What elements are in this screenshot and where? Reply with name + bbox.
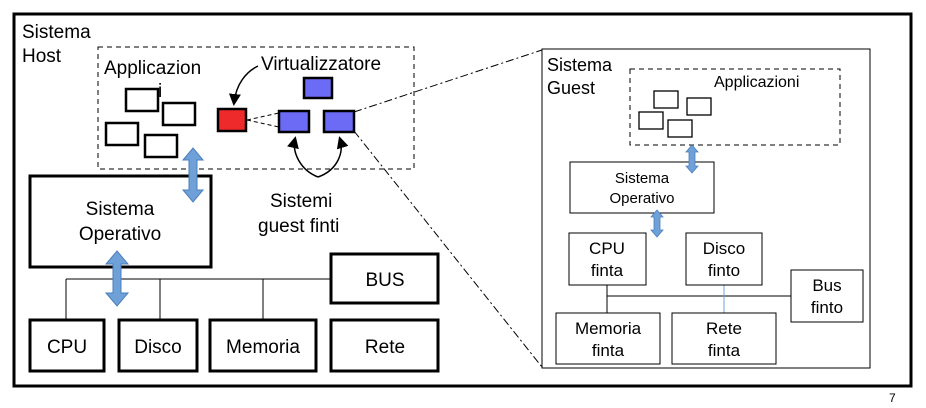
host-app-window [124,87,160,113]
guest-memory-label-line2: finta [592,341,625,360]
guest-app-window [653,90,679,109]
virtualizer-link-lines [246,112,280,128]
guest-disk-label-line1: Disco [703,239,746,258]
guest-network-label-line1: Rete [706,319,742,338]
host-title-line1: Sistema [22,22,91,43]
guest-apps-os-arrow [685,144,699,174]
host-os-box [28,174,213,269]
guest-os-label-line1: Sistema [615,170,670,187]
guest-network-box [671,312,777,365]
virtualizer-window-red [216,107,248,133]
host-bus-box [329,252,440,305]
host-app-window [104,121,140,147]
guest-bus-label-line1: Bus [812,276,841,295]
host-applications-area [97,46,415,170]
outer-frame [12,12,913,388]
host-title-line2: Host [22,46,62,67]
host-apps-os-arrow [181,147,205,203]
guest-cpu-label-line2: finta [591,261,624,280]
guest-disk-box [685,232,763,286]
host-memory-label: Memoria [226,337,300,358]
guest-title-line1: Sistema [547,55,613,75]
host-memory-box [208,318,318,373]
host-disk-box [117,318,199,373]
host-applications-label-line1: Applicazion [104,58,201,79]
fake-guest-arrow [287,136,319,178]
virtualizer-pointer-arrow [228,65,259,106]
host-bus-label: BUS [365,270,404,291]
guest-cpu-label-line1: CPU [589,239,625,258]
host-cpu-box [28,318,106,373]
host-os-label-line1: Sistema [86,199,155,220]
guest-os-label-line2: Operativo [609,190,674,207]
virtualizer-label: Virtualizzatore [261,54,381,75]
fake-guest-window [302,76,334,100]
guest-network-label-line2: finta [708,341,741,360]
fake-guests-label-line2: guest finti [258,216,339,237]
guest-disk-label-line2: finto [708,261,740,280]
guest-title-line2: Guest [547,78,595,98]
fake-guests-label-line1: Sistemi [270,191,332,212]
guest-bus-box [790,269,864,323]
host-os-label-line2: Operativo [79,224,161,245]
host-network-label: Rete [365,337,405,358]
guest-app-window [638,111,664,130]
fake-guest-window [322,109,356,134]
guest-memory-label-line1: Memoria [575,319,642,338]
host-network-box [329,318,440,373]
fake-guest-arrow [317,136,349,178]
host-cpu-label: CPU [47,337,87,358]
zoom-connector-top [353,49,543,113]
host-app-window [143,133,179,159]
guest-applications-label: Applicazioni [714,74,799,91]
fake-guest-window [277,109,311,134]
host-app-window [161,101,197,127]
guest-memory-box [555,312,661,365]
guest-app-window [667,119,693,138]
guest-cpu-box [568,232,647,286]
guest-bus-label-line2: finto [811,298,843,317]
guest-app-window [686,97,712,116]
guest-applications-area [629,68,841,146]
host-disk-label: Disco [134,337,182,358]
zoom-connector-bottom [353,130,543,368]
host-os-hw-arrow [104,250,130,307]
guest-os-hw-arrow [650,209,664,238]
page-number: 7 [889,391,896,405]
host-applications-label-line2: i [158,81,162,102]
